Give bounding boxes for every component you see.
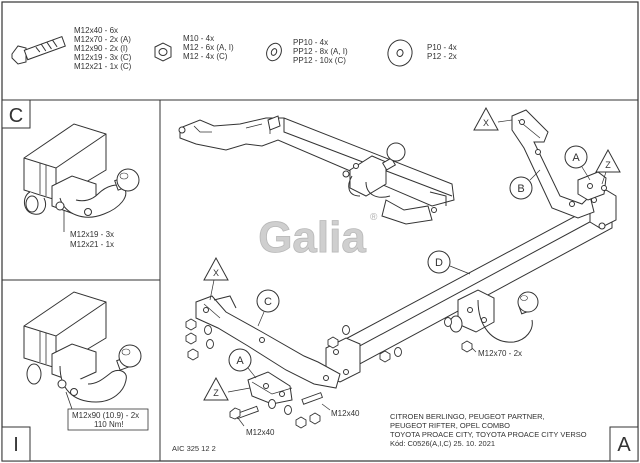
callout-b: B <box>509 169 541 200</box>
panel-c-letter: C <box>9 105 23 127</box>
galia-logo: Galia ® <box>258 212 378 262</box>
bolt-spec: M12x19 - 3x (C) <box>74 53 132 62</box>
nut-spec: M12 - 6x (A, I) <box>183 43 234 52</box>
panel-a-letter-box: A <box>609 426 639 462</box>
small-washer-legend: PP10 - 4x PP12 - 8x (A, I) PP12 - 10x (C… <box>293 38 348 65</box>
panel-c-tow-ball-detail <box>23 123 140 218</box>
svg-text:Z: Z <box>605 160 611 170</box>
small-washer-icon <box>266 42 282 62</box>
m12x70-label: M12x70 - 2x <box>478 349 522 358</box>
nut-spec: M10 - 4x <box>183 34 214 43</box>
panel-c-label: M12x19 - 3x <box>70 230 114 239</box>
registered-mark: ® <box>370 212 378 223</box>
panel-i-letter: I <box>13 434 19 456</box>
bracket-a-left <box>247 371 293 405</box>
callout-x-left: X <box>203 256 229 301</box>
large-washer-icon <box>387 39 413 67</box>
vehicle-info-line: PEUGEOT RIFTER, OPEL COMBO <box>390 421 510 430</box>
side-bracket-b <box>511 109 595 219</box>
tow-ball <box>449 289 539 343</box>
panel-a-letter: A <box>617 434 631 456</box>
panel-i-tow-ball-detail <box>23 291 142 403</box>
vehicle-info-line: TOYOTA PROACE CITY, TOYOTA PROACE CITY V… <box>390 430 587 439</box>
m12x40-left-label: M12x40 <box>246 428 275 437</box>
svg-text:X: X <box>213 268 219 278</box>
panel-i-letter-box: I <box>1 426 31 462</box>
panel-i-label: M12x90 (10.9) - 2x <box>72 411 139 420</box>
panel-i-label: 110 Nm! <box>94 420 124 429</box>
vehicle-crossbeam-view <box>178 115 455 225</box>
panel-i-torque-box <box>67 408 149 431</box>
m12x40-right-leader <box>321 403 331 411</box>
document-code: AIC 325 12 2 <box>172 444 216 453</box>
bolt-legend: M12x40 - 6x M12x70 - 2x (A) M12x90 - 2x … <box>74 26 132 71</box>
vehicle-info-block: CITROEN BERLINGO, PEUGEOT PARTNER, PEUGE… <box>390 412 587 448</box>
callout-z-left: Z <box>203 376 251 401</box>
nut-legend: M10 - 4x M12 - 6x (A, I) M12 - 4x (C) <box>183 34 234 61</box>
bolt-icon <box>11 35 66 65</box>
callout-x-top: X <box>473 106 513 131</box>
vehicle-info-line: CITROEN BERLINGO, PEUGEOT PARTNER, <box>390 412 545 421</box>
panel-c-letter-box: C <box>1 99 31 129</box>
m12x70-leader <box>471 347 477 353</box>
nut-icon <box>154 42 172 62</box>
svg-text:X: X <box>483 118 489 128</box>
panel-i-leader <box>65 391 73 410</box>
bolt-spec: M12x90 - 2x (I) <box>74 44 128 53</box>
washer-spec: P10 - 4x <box>427 43 457 52</box>
callout-z-top: Z <box>595 148 621 185</box>
svg-text:B: B <box>517 183 524 195</box>
washer-spec: PP12 - 10x (C) <box>293 56 346 65</box>
bolt-spec: M12x40 - 6x <box>74 26 118 35</box>
brand-name: Galia <box>258 213 366 262</box>
m12x40-right-label: M12x40 <box>331 409 360 418</box>
fasteners <box>185 317 473 429</box>
svg-text:Z: Z <box>213 388 219 398</box>
svg-text:D: D <box>435 257 443 269</box>
vehicle-info-line: Kód: C0526(A,I,C) 25. 10. 2021 <box>390 439 495 448</box>
side-bracket-c <box>195 295 341 389</box>
nut-spec: M12 - 4x (C) <box>183 52 228 61</box>
svg-text:A: A <box>236 355 244 367</box>
washer-spec: P12 - 2x <box>427 52 457 61</box>
large-washer-legend: P10 - 4x P12 - 2x <box>427 43 457 61</box>
callout-c-left: C <box>256 289 280 327</box>
bolt-spec: M12x70 - 2x (A) <box>74 35 131 44</box>
bolt-spec: M12x21 - 1x (C) <box>74 62 132 71</box>
svg-text:A: A <box>572 152 580 164</box>
washer-spec: PP12 - 8x (A, I) <box>293 47 348 56</box>
svg-text:C: C <box>264 296 272 308</box>
callout-a-top: A <box>564 145 591 181</box>
bracket-a-right <box>577 171 607 201</box>
washer-spec: PP10 - 4x <box>293 38 328 47</box>
panel-c-label: M12x21 - 1x <box>70 240 114 249</box>
callout-d: D <box>427 250 471 275</box>
callout-a-left: A <box>228 348 257 379</box>
m12x40-left-leader <box>237 417 245 427</box>
